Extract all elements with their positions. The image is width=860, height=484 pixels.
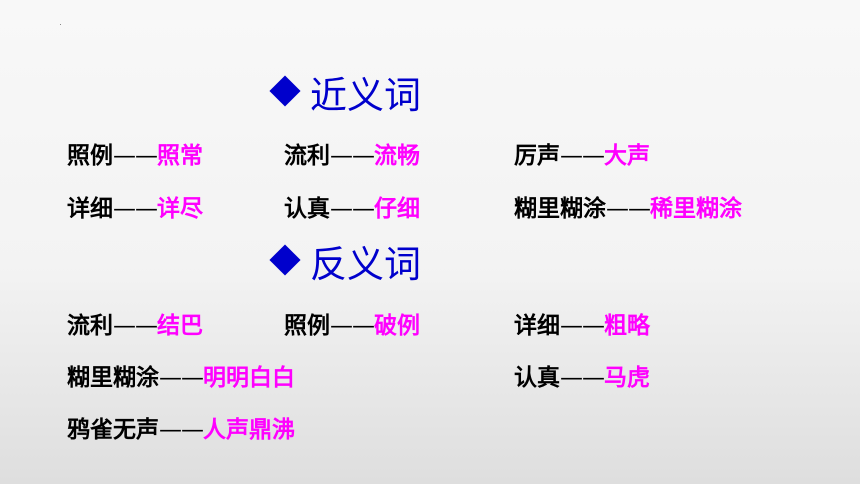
pair-separator: —— (113, 143, 158, 169)
pair-word: 流利 (284, 143, 330, 169)
antonym-pair: 照例——破例 (284, 315, 420, 338)
pair-word: 照例 (284, 313, 330, 339)
synonym-pair: 照例——照常 (67, 145, 203, 168)
synonym-pair: 认真——仔细 (284, 198, 420, 221)
antonym-pair: 糊里糊涂——明明白白 (67, 367, 295, 390)
pair-answer: 大声 (604, 143, 650, 169)
pair-word: 认真 (284, 196, 330, 222)
pair-separator: —— (330, 196, 375, 222)
pair-answer: 仔细 (374, 196, 420, 222)
pair-separator: —— (560, 313, 605, 339)
pair-word: 厉声 (514, 143, 560, 169)
pair-answer: 破例 (374, 313, 420, 339)
pair-answer: 粗略 (604, 313, 650, 339)
pair-word: 糊里糊涂 (67, 365, 159, 391)
pair-separator: —— (159, 365, 204, 391)
synonym-pair: 厉声——大声 (514, 145, 650, 168)
pair-separator: —— (560, 143, 605, 169)
pair-word: 糊里糊涂 (514, 196, 606, 222)
pair-word: 流利 (67, 313, 113, 339)
pair-word: 鸦雀无声 (67, 417, 159, 443)
pair-answer: 照常 (157, 143, 203, 169)
pair-answer: 详尽 (157, 196, 203, 222)
antonym-pair: 流利——结巴 (67, 315, 203, 338)
antonym-pair: 鸦雀无声——人声鼎沸 (67, 419, 295, 442)
synonym-pair: 流利——流畅 (284, 145, 420, 168)
pair-separator: —— (113, 196, 158, 222)
pair-answer: 结巴 (157, 313, 203, 339)
antonym-pair: 认真——马虎 (514, 367, 650, 390)
antonyms-heading: 反义词 (268, 243, 421, 286)
antonyms-title: 反义词 (310, 243, 421, 286)
diamond-bullet-icon (269, 244, 301, 276)
pair-separator: —— (113, 313, 158, 339)
diamond-bullet-icon (269, 75, 301, 107)
pair-word: 详细 (67, 196, 113, 222)
pair-separator: —— (606, 196, 651, 222)
pair-word: 照例 (67, 143, 113, 169)
pair-separator: —— (330, 143, 375, 169)
pair-word: 详细 (514, 313, 560, 339)
synonyms-heading: 近义词 (268, 74, 421, 117)
pair-answer: 明明白白 (203, 365, 295, 391)
pair-separator: —— (560, 365, 605, 391)
pair-answer: 稀里糊涂 (650, 196, 742, 222)
pair-answer: 马虎 (604, 365, 650, 391)
decorative-dot (60, 24, 61, 25)
pair-answer: 流畅 (374, 143, 420, 169)
pair-separator: —— (159, 417, 204, 443)
synonym-pair: 糊里糊涂——稀里糊涂 (514, 198, 742, 221)
antonym-pair: 详细——粗略 (514, 315, 650, 338)
synonym-pair: 详细——详尽 (67, 198, 203, 221)
pair-word: 认真 (514, 365, 560, 391)
synonyms-title: 近义词 (310, 74, 421, 117)
pair-answer: 人声鼎沸 (203, 417, 295, 443)
pair-separator: —— (330, 313, 375, 339)
